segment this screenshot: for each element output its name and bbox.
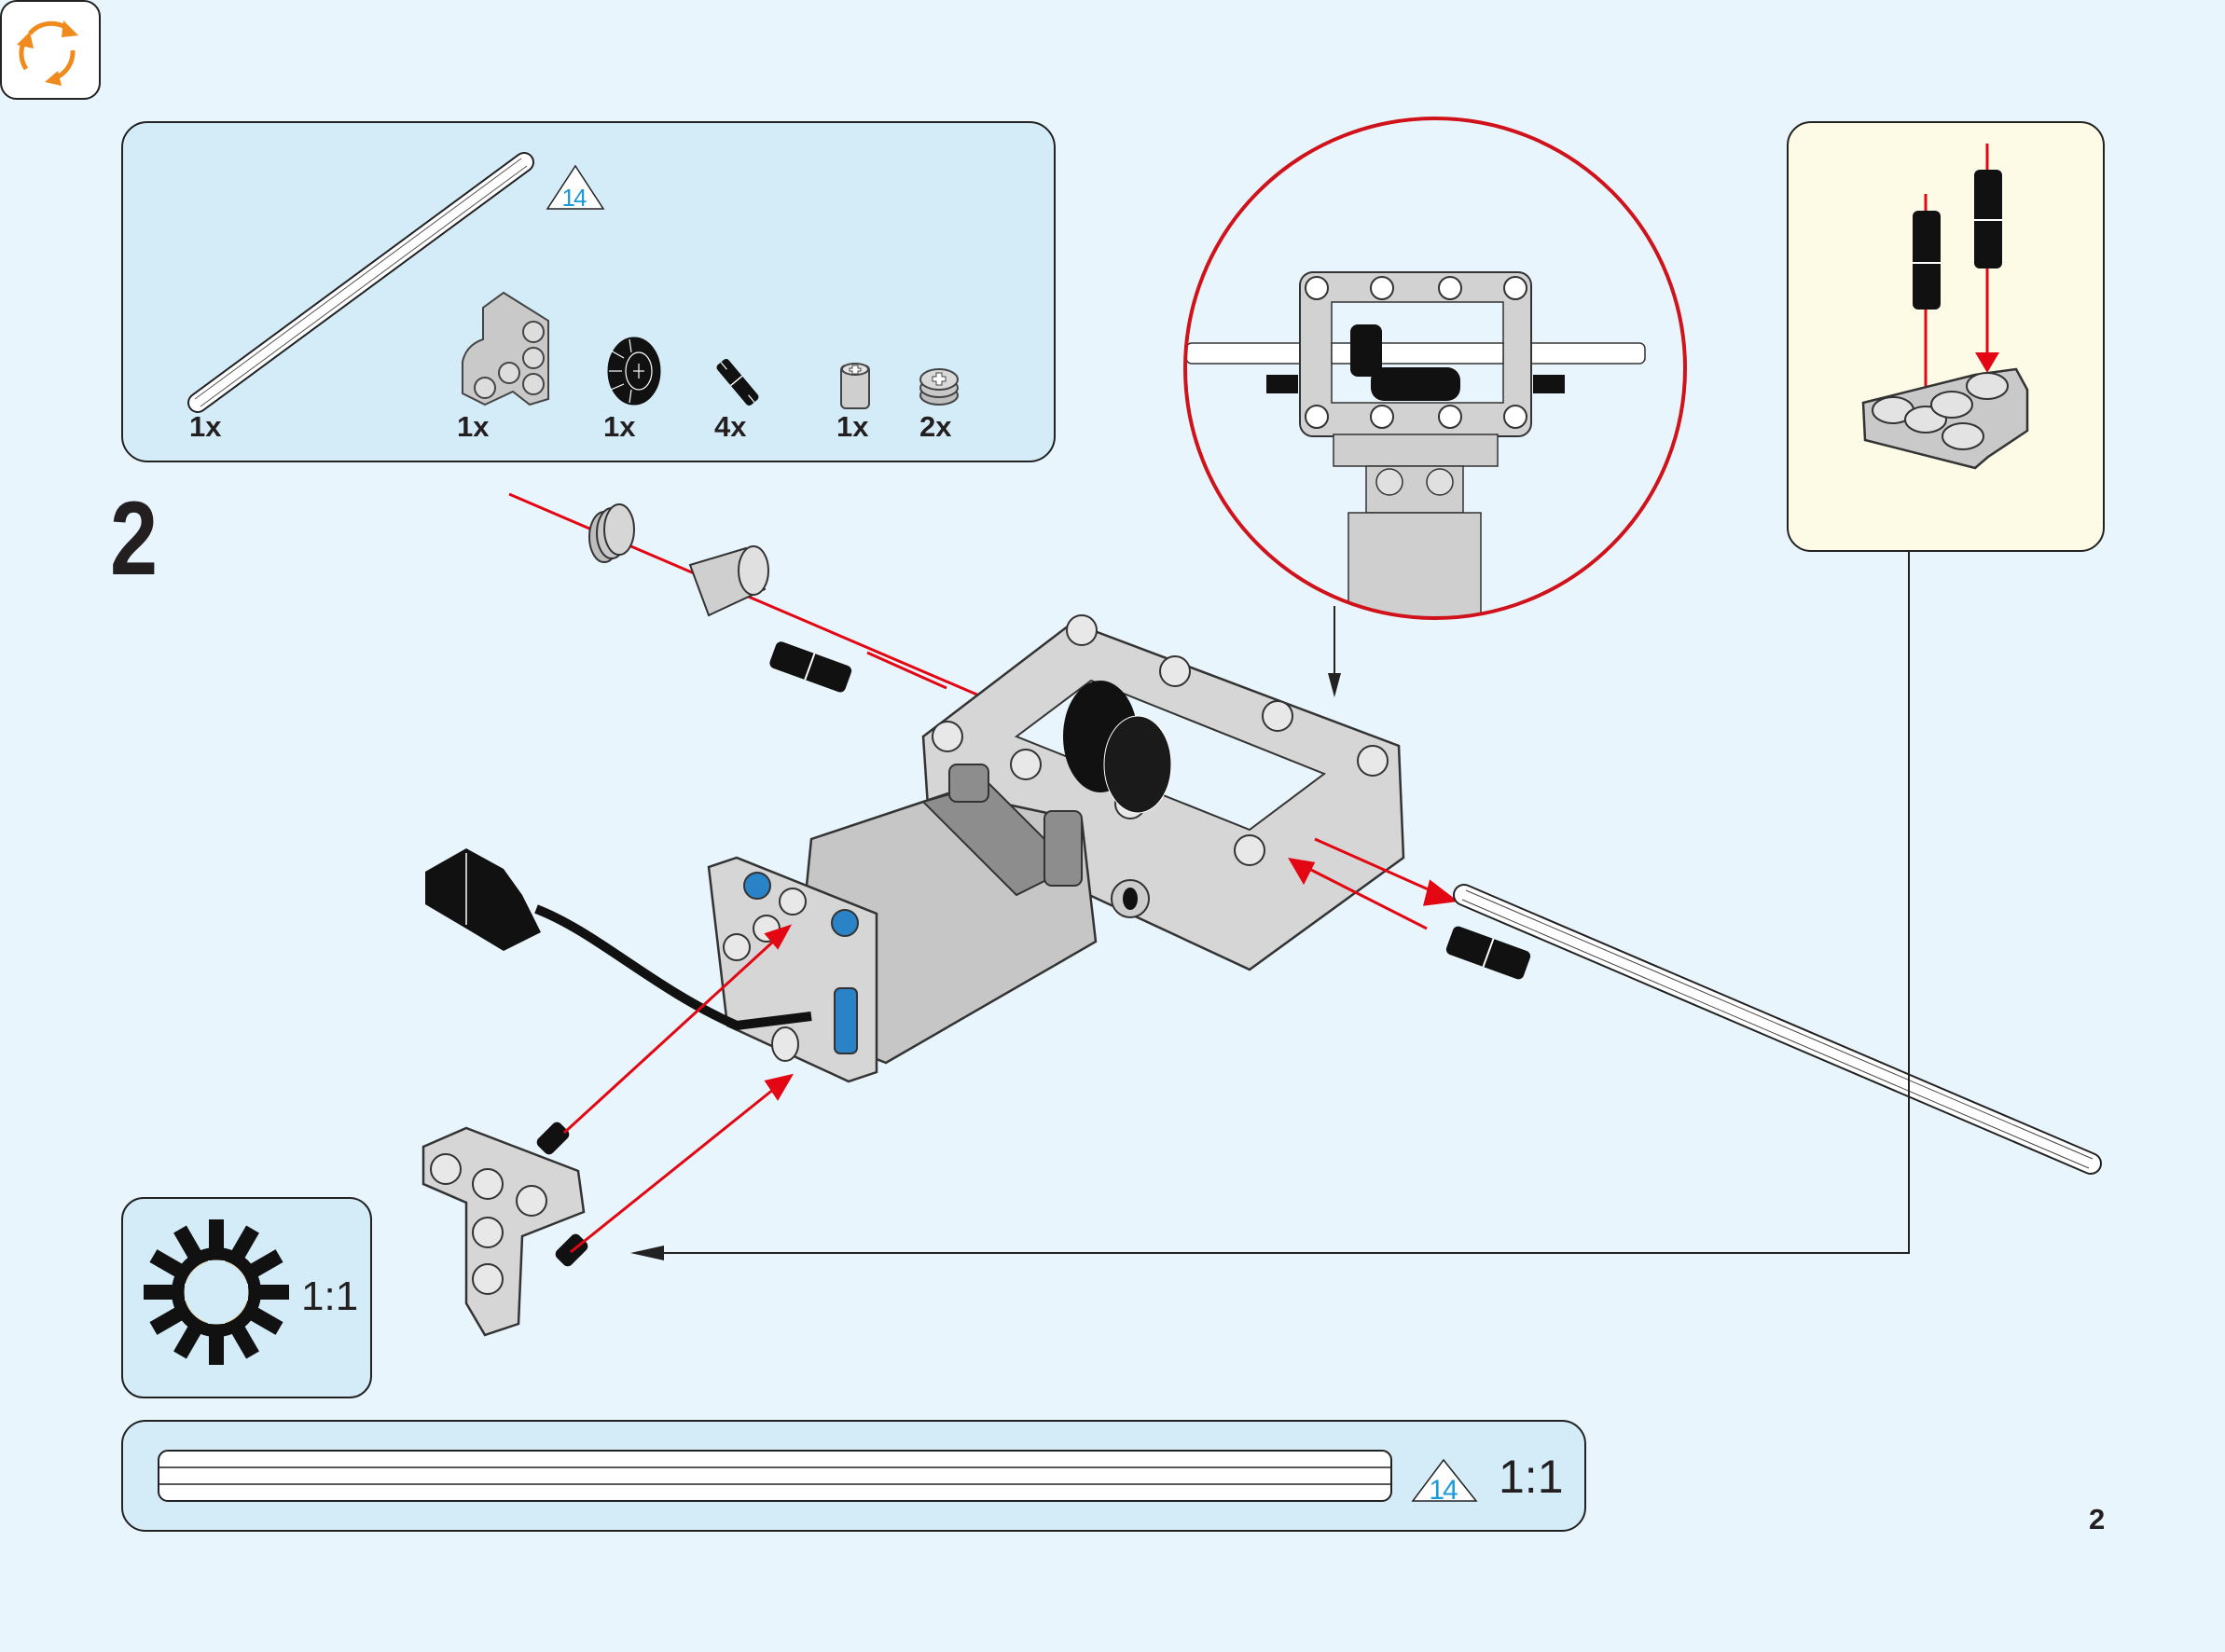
rotate-model-indicator (0, 0, 101, 100)
rotate-icon (17, 21, 78, 86)
part-quantity: 1x (457, 410, 490, 443)
axle-scale-label: 1:1 (1499, 1451, 1564, 1503)
part-gear-16 (607, 337, 661, 406)
bush-part (588, 503, 635, 563)
part-axle-connector (840, 363, 870, 409)
part-bent-liftarm (462, 291, 549, 406)
part-quantity: 1x (836, 410, 869, 443)
step-number: 2 (110, 480, 159, 597)
friction-pin-part (1445, 926, 1531, 980)
axle-length-badge: 14 (1411, 1458, 1478, 1506)
subassembly-pointer-arrow (630, 1246, 664, 1260)
axle-part-14 (1453, 884, 2102, 1175)
callout-detail-view (1183, 117, 1687, 620)
open-frame-part (921, 614, 1405, 971)
subassembly-pointer-line (643, 552, 1910, 1254)
page-number: 2 (2089, 1503, 2106, 1535)
t-liftarm-part (422, 1122, 588, 1337)
part-quantity: 1x (603, 410, 636, 443)
friction-pin-part (769, 641, 852, 693)
gears-in-frame (1063, 681, 1172, 814)
axle-length-ruler-panel: 14 1:1 (121, 1420, 1586, 1532)
gear-12-tooth-icon (144, 1219, 289, 1365)
axle-connector-part (688, 545, 769, 617)
callout-pointer-arrow (1328, 673, 1341, 697)
part-quantity: 1x (189, 410, 222, 443)
motor-cable (425, 848, 812, 1031)
motor-part (791, 764, 1150, 1065)
svg-text:14: 14 (1429, 1475, 1458, 1506)
axle-length-badge: 14 (546, 164, 605, 212)
part-quantity: 4x (714, 410, 747, 443)
part-friction-pin (716, 359, 759, 406)
t-liftarm-mounted (707, 856, 878, 1083)
svg-text:14: 14 (562, 184, 587, 212)
insert-guide-line (508, 492, 980, 697)
part-quantity: 2x (919, 410, 952, 443)
friction-pin (1913, 211, 1941, 310)
gear-ratio-label: 1:1 (301, 1273, 359, 1319)
axle-ruler-illustration (158, 1450, 1392, 1502)
gear-ratio-panel: 1:1 (121, 1197, 372, 1398)
subassembly-panel (1787, 121, 2105, 552)
insert-guide-line (866, 651, 947, 690)
subassembly-illustration (1861, 144, 2029, 470)
part-bush (919, 368, 959, 406)
assembly-arrows (562, 837, 1458, 1254)
